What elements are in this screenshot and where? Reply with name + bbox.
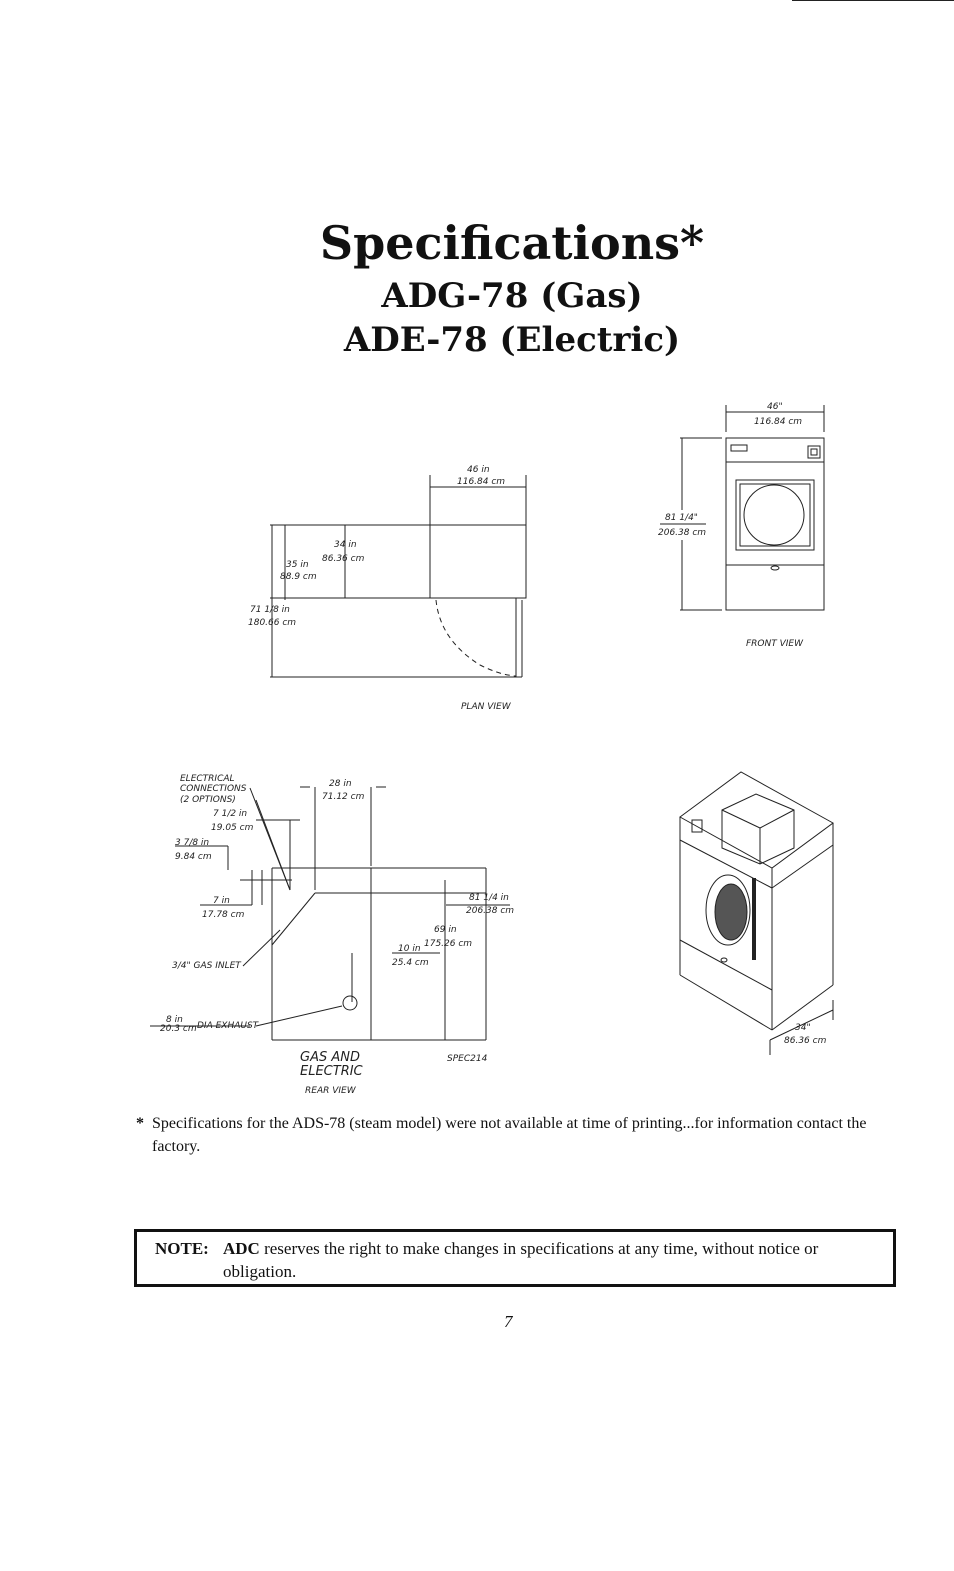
rear-exhaust-in: 8 in bbox=[166, 1015, 183, 1025]
rear-7half-cm: 19.05 cm bbox=[211, 823, 254, 833]
rear-gas-inlet: 3/4" GAS INLET bbox=[172, 961, 242, 971]
page-title: Specifications* bbox=[319, 216, 705, 270]
rear-69-in: 69 in bbox=[434, 925, 457, 935]
iso-depth-cm: 86.36 cm bbox=[784, 1036, 827, 1046]
plan-depth2-in: 35 in bbox=[286, 560, 309, 570]
rear-caption-1: GAS AND bbox=[300, 1050, 360, 1065]
rear-3-7-8-in: 3 7/8 in bbox=[175, 838, 209, 848]
footnote-marker: * bbox=[136, 1115, 144, 1132]
front-height-in: 81 1/4" bbox=[665, 513, 698, 523]
rear-view-drawing bbox=[150, 786, 510, 1041]
note-brand: ADC bbox=[223, 1239, 260, 1258]
iso-view-drawing bbox=[679, 771, 834, 1055]
front-view-drawing bbox=[660, 405, 825, 611]
rear-view-caption: REAR VIEW bbox=[305, 1086, 357, 1096]
plan-view-drawing bbox=[270, 475, 527, 678]
rear-69-cm: 175.26 cm bbox=[424, 939, 472, 949]
footnote-text: Specifications for the ADS-78 (steam mod… bbox=[152, 1115, 867, 1155]
front-width-cm: 116.84 cm bbox=[754, 417, 802, 427]
plan-width-cm: 116.84 cm bbox=[457, 477, 505, 487]
rear-exhaust-cm: 20.3 cm bbox=[160, 1024, 197, 1034]
rear-3-7-8-cm: 9.84 cm bbox=[175, 852, 212, 862]
note-text: ADC reserves the right to make changes i… bbox=[223, 1237, 883, 1283]
plan-door-cm: 180.66 cm bbox=[248, 618, 296, 628]
iso-depth-in: 34" bbox=[795, 1023, 811, 1033]
rear-exhaust-label: DIA EXHAUST bbox=[197, 1021, 260, 1031]
model-electric-heading: ADE-78 (Electric) bbox=[343, 320, 681, 360]
front-view-caption: FRONT VIEW bbox=[746, 639, 804, 649]
page-number: 7 bbox=[504, 1312, 513, 1331]
rear-28-cm: 71.12 cm bbox=[322, 792, 365, 802]
note-label: NOTE: bbox=[155, 1239, 209, 1258]
rear-10-cm: 25.4 cm bbox=[392, 958, 429, 968]
rear-7-in: 7 in bbox=[213, 896, 230, 906]
rear-81-cm: 206.38 cm bbox=[466, 906, 514, 916]
plan-depth2-cm: 88.9 cm bbox=[280, 572, 317, 582]
top-rule bbox=[792, 0, 954, 1]
rear-81-in: 81 1/4 in bbox=[469, 893, 509, 903]
rear-electrical-2: CONNECTIONS bbox=[180, 784, 247, 794]
rear-7half-in: 7 1/2 in bbox=[213, 809, 247, 819]
plan-view-caption: PLAN VIEW bbox=[461, 702, 512, 712]
rear-28-in: 28 in bbox=[329, 779, 352, 789]
spec-code: SPEC214 bbox=[447, 1054, 488, 1064]
front-height-cm: 206.38 cm bbox=[658, 528, 706, 538]
plan-door-in: 71 1/8 in bbox=[250, 605, 290, 615]
note-box: NOTE: ADC reserves the right to make cha… bbox=[134, 1229, 896, 1287]
rear-caption-2: ELECTRIC bbox=[300, 1064, 364, 1079]
model-gas-heading: ADG-78 (Gas) bbox=[381, 276, 643, 316]
rear-electrical-3: (2 OPTIONS) bbox=[180, 795, 236, 805]
rear-electrical-1: ELECTRICAL bbox=[180, 774, 235, 784]
plan-depth-in: 34 in bbox=[334, 540, 357, 550]
note-body: reserves the right to make changes in sp… bbox=[223, 1239, 819, 1281]
front-width-in: 46" bbox=[767, 402, 783, 412]
rear-10-in: 10 in bbox=[398, 944, 421, 954]
plan-width-in: 46 in bbox=[467, 465, 490, 475]
rear-7-cm: 17.78 cm bbox=[202, 910, 245, 920]
plan-depth-cm: 86.36 cm bbox=[322, 554, 365, 564]
